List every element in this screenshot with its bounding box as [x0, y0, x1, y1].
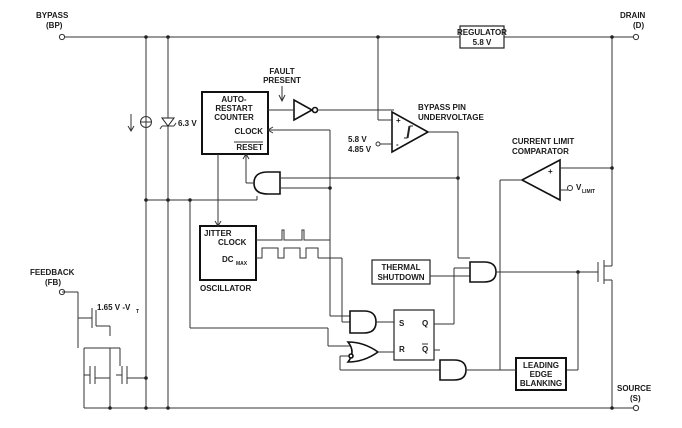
uvlo-comparator: + - — [391, 110, 430, 154]
osc-line1: JITTER — [204, 229, 232, 238]
uvlo-v-low: 4.85 V — [348, 145, 372, 154]
uvlo-v-high: 5.8 V — [348, 135, 367, 144]
svg-text:COMPARATOR: COMPARATOR — [512, 147, 569, 156]
feedback-transistors — [62, 291, 148, 408]
fault-inverter — [268, 98, 394, 122]
svg-text:R: R — [399, 345, 405, 354]
regulator-title: REGULATOR — [457, 28, 507, 37]
svg-text:BYPASS PIN: BYPASS PIN — [418, 103, 466, 112]
regulator-block: REGULATOR 5.8 V — [457, 25, 507, 49]
sr-latch: S R Q Q — [393, 309, 435, 361]
vlimit-label: V LIMIT — [576, 183, 595, 195]
junction-dots — [108, 35, 614, 410]
svg-text:LEADING: LEADING — [523, 361, 559, 370]
fault-present-label: FAULT PRESENT — [263, 67, 301, 85]
counter-reset: RESET — [236, 143, 263, 152]
svg-text:Q: Q — [422, 345, 428, 354]
drain-pin: DRAIN (D) — [620, 11, 646, 41]
source-pin: SOURCE (S) — [617, 384, 652, 412]
counter-clock: CLOCK — [235, 127, 264, 136]
leading-edge-blanking-block: LEADING EDGE BLANKING — [515, 357, 567, 391]
feedback-pin-label: FEEDBACK — [30, 268, 75, 277]
bypass-pin-abbr: (BP) — [46, 21, 63, 30]
auto-restart-counter: AUTO- RESTART COUNTER CLOCK RESET — [201, 91, 269, 155]
svg-text:UNDERVOLTAGE: UNDERVOLTAGE — [418, 113, 484, 122]
svg-text:-: - — [548, 189, 551, 198]
svg-text:SHUTDOWN: SHUTDOWN — [377, 273, 424, 282]
feedback-pin-abbr: (FB) — [45, 278, 61, 287]
svg-text:V: V — [576, 183, 582, 192]
svg-text:S: S — [399, 319, 405, 328]
oscillator-block: JITTER CLOCK DC MAX OSCILLATOR — [199, 225, 257, 293]
latch-set-and — [349, 310, 394, 334]
bypass-pin: BYPASS (BP) — [36, 11, 69, 41]
source-pin-label: SOURCE — [617, 384, 652, 393]
zener-diode-icon: 6.3 V — [159, 117, 197, 130]
svg-text:+: + — [548, 167, 553, 176]
counter-line2: RESTART — [215, 104, 252, 113]
svg-text:LIMIT: LIMIT — [582, 189, 595, 195]
clock-waveform — [256, 126, 331, 241]
zener-voltage: 6.3 V — [178, 119, 197, 128]
osc-line2: CLOCK — [218, 238, 247, 247]
current-limit-label: CURRENT LIMIT COMPARATOR — [512, 137, 574, 156]
drain-pin-label: DRAIN — [620, 11, 646, 20]
counter-line1: AUTO- — [221, 95, 247, 104]
counter-line3: COUNTER — [214, 113, 254, 122]
bypass-pin-label: BYPASS — [36, 11, 69, 20]
reset-and-gate — [242, 153, 458, 195]
svg-text:EDGE: EDGE — [530, 370, 553, 379]
osc-dc-sub: MAX — [236, 261, 248, 267]
osc-dc: DC — [222, 255, 234, 264]
svg-text:CURRENT LIMIT: CURRENT LIMIT — [512, 137, 574, 146]
svg-text:T: T — [136, 309, 139, 315]
feedback-pin: FEEDBACK (FB) — [30, 268, 75, 296]
thermal-shutdown-block: THERMAL SHUTDOWN — [371, 259, 431, 285]
fault-arrow — [278, 86, 286, 103]
source-pin-abbr: (S) — [630, 394, 641, 403]
current-source-icon — [127, 114, 152, 132]
osc-name: OSCILLATOR — [200, 284, 251, 293]
regulator-value: 5.8 V — [473, 38, 492, 47]
fb-threshold-label: 1.65 V -V T — [97, 303, 139, 315]
latch-reset-or — [339, 341, 440, 371]
svg-text:Q: Q — [422, 319, 428, 328]
svg-text:THERMAL: THERMAL — [381, 263, 420, 272]
current-limit-comparator: + - — [520, 158, 561, 202]
svg-text:1.65 V -V: 1.65 V -V — [97, 303, 131, 312]
fault-line2: PRESENT — [263, 76, 301, 85]
dcmax-waveform — [256, 247, 350, 323]
svg-text:+: + — [396, 116, 401, 125]
drain-pin-abbr: (D) — [633, 21, 644, 30]
svg-text:-: - — [396, 140, 399, 149]
fault-line1: FAULT — [269, 67, 294, 76]
gate-drive-and — [453, 261, 598, 324]
svg-text:BLANKING: BLANKING — [520, 379, 562, 388]
uvlo-label: BYPASS PIN UNDERVOLTAGE — [418, 103, 484, 122]
leb-and-gate — [439, 359, 467, 381]
power-rails — [62, 36, 634, 409]
